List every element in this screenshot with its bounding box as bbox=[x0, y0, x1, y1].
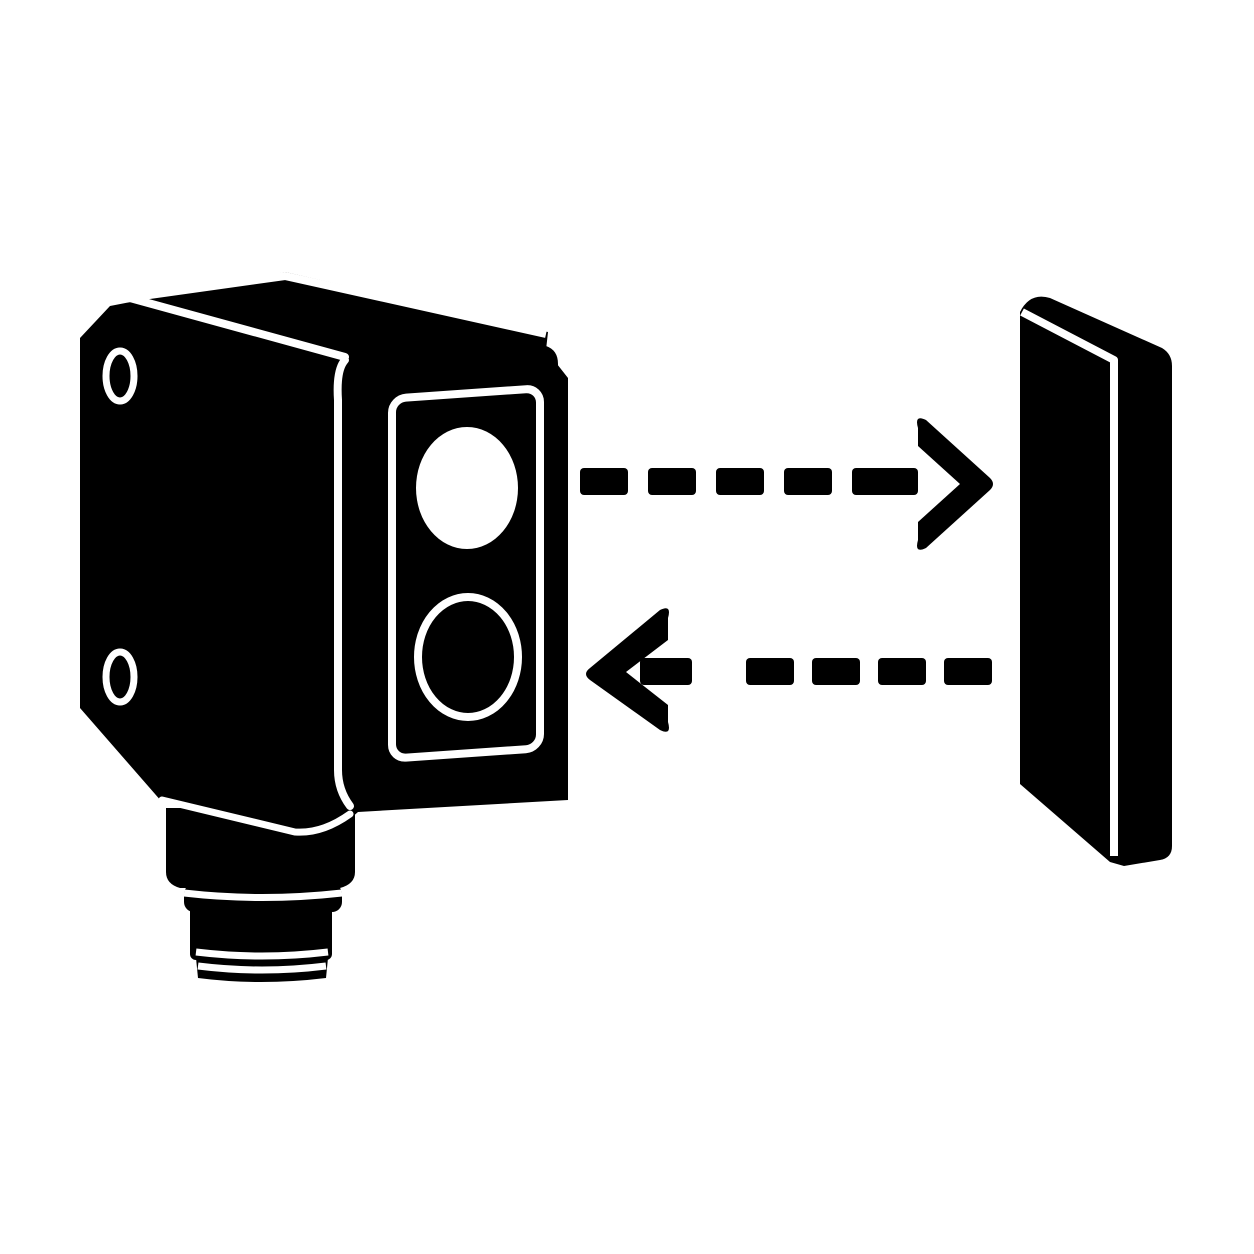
arrowhead-right bbox=[917, 418, 993, 550]
beam-dash bbox=[648, 468, 696, 495]
arrowhead-left bbox=[586, 608, 669, 732]
beam-dash bbox=[580, 468, 628, 495]
connector-icon bbox=[166, 808, 355, 982]
beam-dash bbox=[716, 468, 764, 495]
beam-dash bbox=[640, 658, 692, 685]
beam-dash bbox=[746, 658, 794, 685]
arrow-left-icon bbox=[586, 608, 992, 732]
beam-dash bbox=[852, 468, 918, 495]
arrow-right-icon bbox=[580, 418, 993, 550]
mounting-hole-bottom bbox=[102, 648, 138, 706]
receiver-lens-icon bbox=[414, 593, 522, 721]
beam-dash bbox=[812, 658, 860, 685]
beam-dash bbox=[784, 468, 832, 495]
emitter-lens-icon bbox=[416, 427, 518, 549]
sensor-icon bbox=[80, 272, 568, 982]
beam-dash bbox=[878, 658, 926, 685]
beam-dash bbox=[944, 658, 992, 685]
mounting-hole-top bbox=[102, 347, 138, 405]
reflector-icon bbox=[1020, 296, 1172, 867]
